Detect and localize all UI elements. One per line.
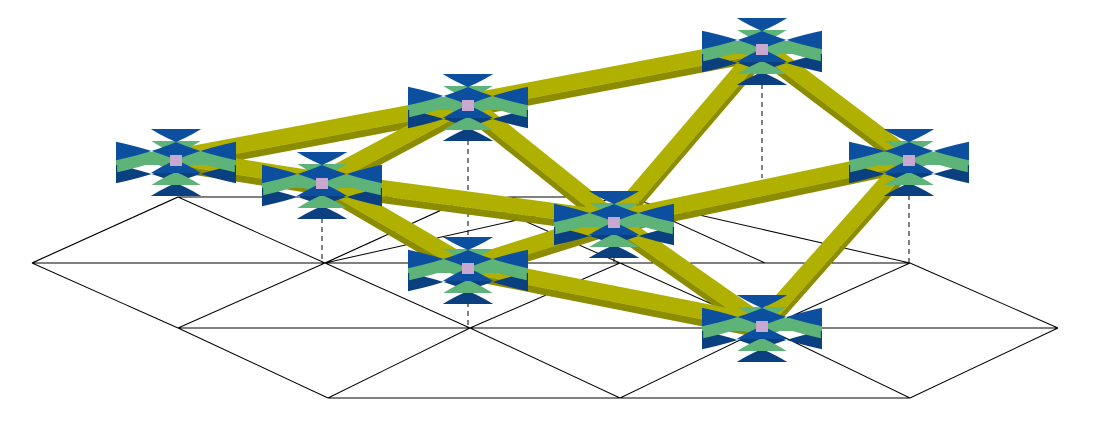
strut-top-face	[612, 149, 911, 227]
strut	[607, 40, 769, 232]
node-5	[554, 191, 674, 258]
grid-line	[31, 196, 179, 264]
strut	[174, 94, 470, 172]
strut-top-face	[320, 172, 616, 227]
node-3	[408, 74, 528, 141]
grid-line	[469, 327, 621, 399]
node-7	[849, 129, 969, 196]
strut-side-face	[620, 51, 769, 232]
node-core	[608, 217, 620, 228]
node-top-face	[408, 74, 528, 118]
node-core	[756, 44, 768, 55]
node-1	[116, 129, 236, 196]
node-top-face	[408, 237, 528, 281]
strut	[320, 172, 616, 234]
strut-side-face	[615, 164, 911, 234]
grid-line	[909, 262, 1059, 329]
strut-top-face	[466, 38, 764, 110]
strut-top-face	[466, 257, 764, 331]
node-top-face	[554, 191, 674, 235]
grid-line	[177, 196, 326, 264]
grid-line	[177, 262, 326, 329]
node-top-face	[702, 18, 822, 62]
strut	[612, 149, 911, 234]
strut-side-face	[767, 162, 915, 336]
strut-side-face	[320, 187, 613, 234]
node-6	[702, 18, 822, 85]
grid-line	[469, 262, 621, 329]
grid-line	[909, 327, 1059, 399]
grid-line	[764, 327, 911, 399]
strut-side-face	[462, 108, 609, 233]
node-top-face	[116, 129, 236, 173]
node-core	[903, 155, 915, 166]
grid-line	[324, 262, 471, 329]
strut-side-face	[177, 109, 470, 172]
node-core	[462, 100, 474, 111]
node-core	[170, 155, 182, 166]
strut-top-face	[756, 151, 915, 329]
strut-top-face	[757, 39, 914, 164]
strut-side-face	[466, 272, 761, 338]
grid-line	[31, 262, 179, 329]
strut-top-face	[462, 95, 620, 226]
node-layer	[116, 18, 969, 362]
node-core	[462, 263, 474, 274]
strut	[462, 95, 620, 233]
strut-top-face	[174, 94, 470, 165]
node-8	[702, 295, 822, 362]
node-top-face	[849, 129, 969, 173]
strut	[757, 39, 914, 171]
node-2	[262, 152, 382, 219]
strut-side-face	[757, 52, 905, 171]
node-top-face	[262, 152, 382, 196]
node-core	[756, 321, 768, 332]
node-top-face	[702, 295, 822, 339]
strut	[756, 151, 915, 336]
strut-side-face	[469, 53, 764, 117]
node-core	[316, 178, 328, 189]
strut	[466, 257, 764, 338]
strut	[466, 38, 764, 117]
grid-line	[177, 327, 329, 399]
node-4	[408, 237, 528, 304]
triangular-floor-grid	[31, 196, 1059, 399]
strut-top-face	[609, 212, 767, 330]
strut-top-face	[607, 40, 769, 225]
grid-line	[327, 327, 471, 399]
